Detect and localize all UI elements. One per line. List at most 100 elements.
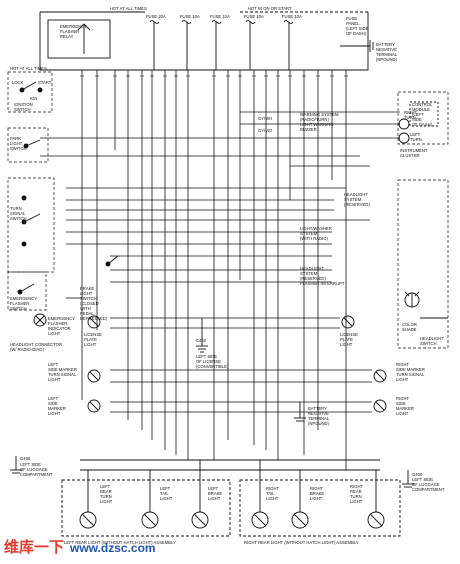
svg-text:DEPRESSED): DEPRESSED) [80,316,108,321]
svg-text:G400: G400 [412,472,423,477]
svg-text:LIGHT: LIGHT [48,411,61,416]
left-front-light-labels: LEFT SIDE MARKER TURN SIGNAL LIGHT LEFT … [48,362,77,416]
right-front-light-labels: RIGHT SIDE MARKER TURN SIGNAL LIGHT RIGH… [396,362,425,416]
svg-text:SWITCH: SWITCH [420,341,437,346]
left-ground-label: G405 LEFT SIDE OF LUGGAGE COMPARTMENT [20,456,53,477]
svg-text:LEFT: LEFT [410,132,421,137]
svg-text:SWITCH: SWITCH [10,146,27,151]
c403-label: C403 LEFT SIDE OF LICENSE (CONVERTIBLE) [196,338,229,369]
svg-text:MODULE: MODULE [412,107,430,112]
svg-text:BATTERY: BATTERY [308,406,327,411]
left-rear-light-labels: LEFT REAR TURN LIGHT LEFT TAIL LIGHT LEF… [100,484,222,504]
svg-text:HEADLIGHT: HEADLIGHT [420,336,444,341]
svg-text:(LEFT: (LEFT [412,112,424,117]
svg-text:PLATE: PLATE [340,337,353,342]
emergency-flasher-indicator-label: EMERGENCY FLASHER INDICATOR LIGHT [48,316,75,336]
svg-text:COLOR: COLOR [402,322,417,327]
svg-text:NEGATIVE: NEGATIVE [376,47,397,52]
hot-at-all-times-label: HOT AT ALL TIMES [110,6,147,11]
dashed-frames [7,71,449,349]
svg-text:LIGHT/WASHER: LIGHT/WASHER [300,226,332,231]
svg-text:INSTRUMENT: INSTRUMENT [400,148,428,153]
svg-text:(CLOSED: (CLOSED [80,301,99,306]
svg-text:OF DASH): OF DASH) [412,122,433,127]
svg-text:TURN SIGNAL: TURN SIGNAL [48,372,77,377]
svg-text:COMPARTMENT: COMPARTMENT [412,487,445,492]
headlight-switch-label: HEADLIGHT SWITCH COLOR SHADE [402,322,444,346]
ignition-switch-label: HOT AT ALL TIMES LOCK START IGN IGNITION… [10,66,52,112]
svg-text:COMPARTMENT: COMPARTMENT [20,472,53,477]
svg-text:LIGHT: LIGHT [310,496,323,501]
svg-text:FUSE 10A: FUSE 10A [210,14,230,19]
svg-text:INDICATOR: INDICATOR [48,326,71,331]
svg-text:RELAY: RELAY [60,34,74,39]
svg-text:FUSE 10A: FUSE 10A [282,14,302,19]
svg-text:EMERGENCY: EMERGENCY [48,316,75,321]
side-marker-lights [87,369,387,413]
svg-text:C403: C403 [196,338,207,343]
svg-text:LIGHT: LIGHT [160,496,173,501]
svg-text:LIGHT: LIGHT [80,291,93,296]
svg-text:TURN: TURN [404,115,416,120]
brake-light-switch-label: BRAKE LIGHT SWITCH (CLOSED WITH PEDAL DE… [80,286,108,321]
svg-text:MARKER: MARKER [48,406,66,411]
svg-text:MARKER: MARKER [396,406,414,411]
svg-text:RIGHT: RIGHT [350,484,363,489]
svg-text:FLASHER: FLASHER [60,29,79,34]
svg-text:(CONVERTIBLE): (CONVERTIBLE) [196,364,229,369]
svg-text:HEADLIGHT: HEADLIGHT [344,192,368,197]
svg-text:TURN: TURN [10,206,22,211]
fuse-row [149,20,294,70]
turn-signal-switch-label: TURN SIGNAL SWITCH [10,206,27,221]
top-battery-ground [340,40,374,52]
svg-text:PLATE: PLATE [84,337,97,342]
svg-text:TURN: TURN [410,137,422,142]
svg-text:TERMINAL: TERMINAL [376,52,398,57]
top-fuse-frame [39,11,369,71]
svg-text:TURN SIGNAL: TURN SIGNAL [396,372,425,377]
svg-text:BRAKE: BRAKE [80,286,94,291]
park-light-switch-label: PARK LIGHT SWITCH [10,136,27,151]
svg-text:LIGHT: LIGHT [100,499,113,504]
left-switch-contacts [17,81,119,327]
control-module-label: CONTROL MODULE (LEFT SIDE OF DASH) LEFT … [400,102,433,158]
battery-negative-label: BATTERY NEGATIVE TERMINAL (NPOUND) [308,406,330,426]
svg-text:START: START [38,80,52,85]
svg-text:CLUSTER: CLUSTER [400,153,420,158]
svg-text:SIGNAL: SIGNAL [10,211,26,216]
svg-text:(NPOUND): (NPOUND) [376,57,398,62]
svg-text:LEFT SIDE: LEFT SIDE [196,354,217,359]
svg-text:SYSTEM: SYSTEM [300,271,318,276]
svg-text:(LEFT SIDE: (LEFT SIDE [346,26,369,31]
svg-text:RIGHT: RIGHT [266,486,279,491]
svg-text:TAIL: TAIL [160,491,169,496]
svg-text:EMERGENCY: EMERGENCY [10,296,37,301]
license-lights [87,315,355,329]
svg-text:LICENSE: LICENSE [340,332,358,337]
svg-text:WITH: WITH [80,306,91,311]
watermark-url: www.dzsc.com [69,541,156,555]
horizontal-wires [40,111,400,413]
svg-text:RIGHT: RIGHT [396,362,409,367]
svg-text:FUSE 10A: FUSE 10A [180,14,200,19]
svg-text:TURN: TURN [100,494,112,499]
svg-text:FUSE: FUSE [346,16,357,21]
svg-text:FUSE 10A: FUSE 10A [244,14,264,19]
svg-text:OF LICENSE: OF LICENSE [196,359,221,364]
svg-text:LEFT: LEFT [160,486,171,491]
headlight-connector-label: HEADLIGHT CONNECTOR (W/ RADIO-DIAG) [10,342,62,352]
svg-text:OF LUGGAGE: OF LUGGAGE [412,482,440,487]
svg-text:LIGHT WARNING: LIGHT WARNING [300,122,334,127]
emergency-flasher-switch-label: EMERGENCY FLASHER SWITCH [10,296,37,311]
svg-text:IGN: IGN [30,96,37,101]
svg-text:WARNING SYSTEM: WARNING SYSTEM [300,112,339,117]
instrument-cluster-graphics [398,101,448,319]
svg-text:G405: G405 [20,456,31,461]
svg-text:OF LUGGAGE: OF LUGGAGE [20,467,48,472]
svg-text:LOCK: LOCK [12,80,24,85]
svg-text:HEADLIGHT: HEADLIGHT [300,266,324,271]
svg-text:BRAKE: BRAKE [310,491,324,496]
svg-text:LIGHT: LIGHT [350,499,363,504]
svg-text:RIGHT: RIGHT [396,396,409,401]
